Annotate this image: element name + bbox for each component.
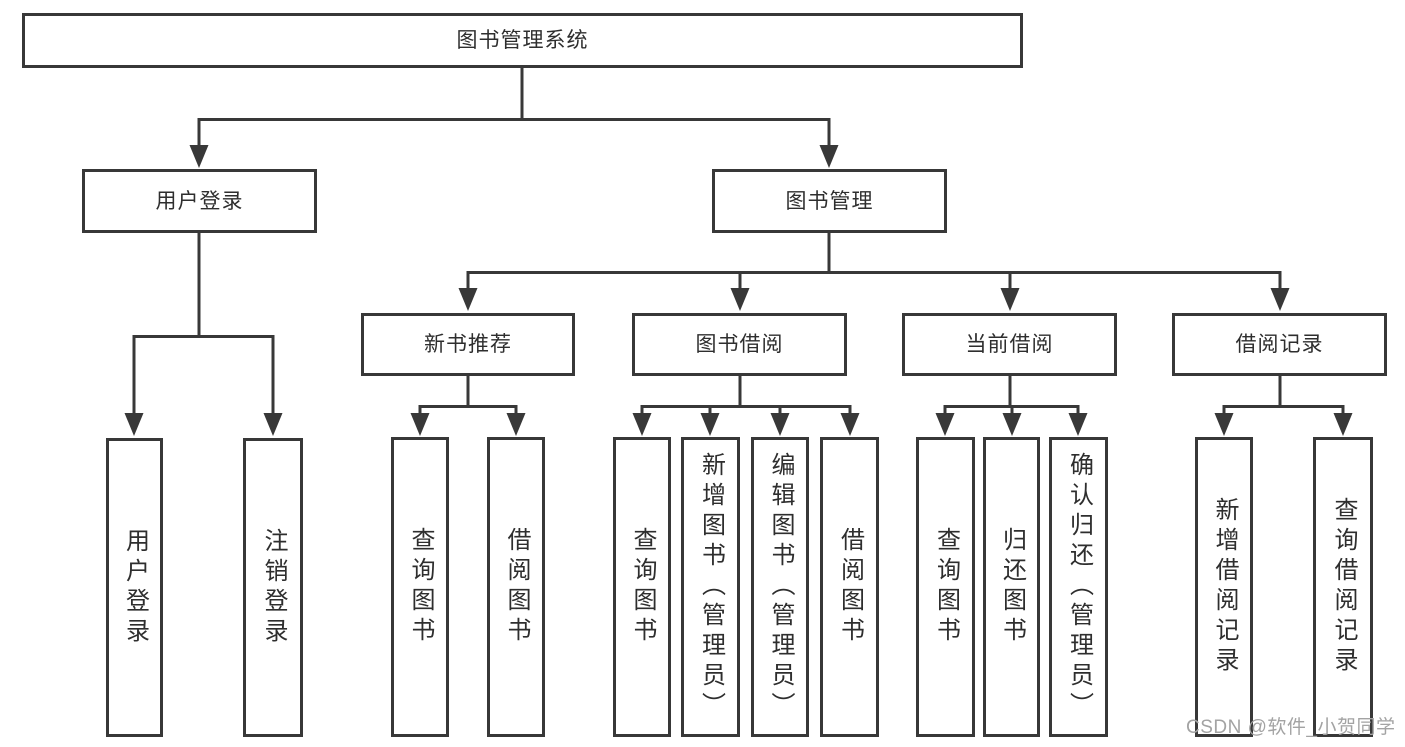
arrowhead [819, 145, 839, 168]
node-label: 编辑图书（管理员） [767, 452, 794, 722]
node-user-login-leaf: 用户登录 [106, 438, 163, 737]
arrowhead [1333, 413, 1353, 436]
csdn-watermark: CSDN @软件_小贺同学 [1186, 717, 1396, 738]
arrowhead [189, 145, 209, 168]
node-label: 查询图书 [932, 527, 960, 647]
arrowhead [410, 413, 430, 436]
node-label: 新书推荐 [424, 333, 512, 356]
node-cb-confirm-return-admin: 确认归还（管理员） [1049, 437, 1108, 737]
arrowhead [1000, 288, 1020, 311]
node-book-borrowing: 图书借阅 [632, 313, 847, 376]
node-bb-edit-books-admin: 编辑图书（管理员） [751, 437, 809, 737]
arrowhead [935, 413, 955, 436]
node-new-book-recommend: 新书推荐 [361, 313, 575, 376]
node-label: 借阅记录 [1235, 333, 1324, 356]
node-library-system: 图书管理系统 [22, 13, 1023, 68]
node-label: 用户登录 [155, 189, 244, 213]
arrowheads [124, 145, 1353, 436]
arrowhead [124, 413, 144, 436]
node-br-query-record: 查询借阅记录 [1313, 437, 1373, 737]
arrowhead [632, 413, 652, 436]
arrowhead [1270, 288, 1290, 311]
node-label: 查询图书 [407, 527, 434, 647]
node-label: 图书管理 [785, 189, 874, 213]
node-label: 确认归还（管理员） [1065, 452, 1093, 722]
node-label: 新增图书（管理员） [697, 452, 725, 722]
node-label: 借阅图书 [503, 527, 530, 647]
node-borrowing-records: 借阅记录 [1172, 313, 1387, 376]
node-label: 借阅图书 [836, 527, 864, 647]
arrowhead [1214, 413, 1234, 436]
node-current-borrowing: 当前借阅 [902, 313, 1117, 376]
arrowhead [840, 413, 860, 436]
node-label: 查询图书 [629, 527, 656, 647]
node-label: 归还图书 [998, 527, 1026, 647]
arrowhead [700, 413, 720, 436]
node-label: 图书管理系统 [456, 29, 589, 52]
node-label: 当前借阅 [965, 333, 1054, 356]
arrowhead [730, 288, 750, 311]
arrowhead [506, 413, 526, 436]
node-label: 用户登录 [121, 527, 149, 648]
node-nb-query-books: 查询图书 [391, 437, 449, 737]
node-bb-borrow-books: 借阅图书 [820, 437, 879, 737]
node-nb-borrow-books: 借阅图书 [487, 437, 545, 737]
arrowhead [458, 288, 478, 311]
node-label: 注销登录 [260, 527, 287, 648]
node-user-login: 用户登录 [82, 169, 317, 233]
arrowhead [263, 413, 283, 436]
arrowhead [770, 413, 790, 436]
node-book-management: 图书管理 [712, 169, 947, 233]
node-cb-return-books: 归还图书 [983, 437, 1040, 737]
node-label: 图书借阅 [695, 333, 784, 356]
node-label: 查询借阅记录 [1330, 497, 1357, 677]
node-label: 新增借阅记录 [1211, 497, 1238, 677]
node-bb-add-books-admin: 新增图书（管理员） [681, 437, 740, 737]
arrowhead [1002, 413, 1022, 436]
node-br-add-record: 新增借阅记录 [1195, 437, 1253, 737]
arrowhead [1068, 413, 1088, 436]
node-logout: 注销登录 [243, 438, 303, 737]
node-bb-query-books: 查询图书 [613, 437, 671, 737]
node-cb-query-books: 查询图书 [916, 437, 975, 737]
